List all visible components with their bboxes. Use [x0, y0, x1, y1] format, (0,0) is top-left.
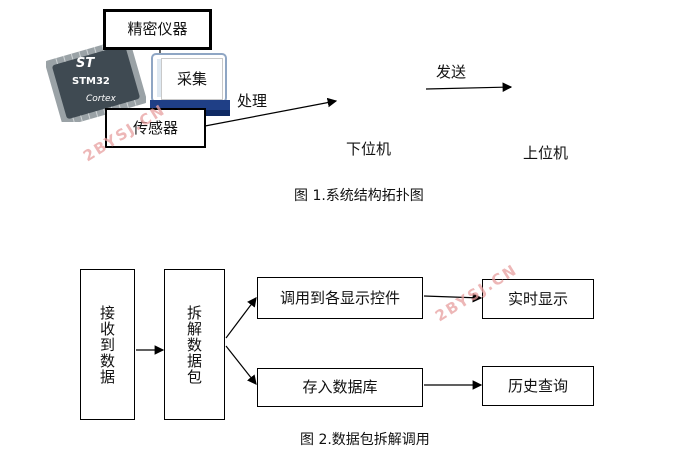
- chip-brand: ST: [76, 56, 95, 71]
- realtime-display-label: 实时显示: [507, 289, 568, 308]
- send-arrow: [425, 82, 513, 92]
- history-query-box: 历史查询: [482, 366, 594, 406]
- microcontroller-chip-icon: ST STM32 Cortex: [45, 37, 147, 127]
- receive-data-label: 接收到数据: [98, 304, 116, 385]
- precision-instrument-label: 精密仪器: [127, 20, 188, 38]
- realtime-display-box: 实时显示: [482, 279, 594, 319]
- upper-computer-label: 上位机: [523, 144, 569, 162]
- history-query-label: 历史查询: [507, 376, 568, 395]
- unpack-data-box: 拆解数据包: [164, 269, 225, 420]
- controls-to-realtime-arrow: [423, 292, 483, 303]
- chip-core: Cortex: [86, 94, 116, 104]
- precision-instrument-box: 精密仪器: [103, 9, 212, 50]
- store-db-label: 存入数据库: [302, 378, 378, 396]
- figure-1-caption: 图 1.系统结构拓扑图: [294, 188, 424, 204]
- store-db-box: 存入数据库: [257, 368, 423, 407]
- lower-computer-label: 下位机: [346, 140, 392, 158]
- unpack-data-label: 拆解数据包: [185, 304, 203, 385]
- figure-2-caption: 图 2.数据包拆解调用: [300, 432, 430, 448]
- process-label: 处理: [237, 92, 268, 110]
- sensor-to-lower-arrow: [204, 97, 338, 127]
- sensor-box: 传感器: [105, 108, 206, 148]
- acquire-label: 采集: [176, 69, 207, 88]
- unpack-to-db-arrow: [225, 345, 257, 385]
- call-controls-box: 调用到各显示控件: [257, 277, 423, 319]
- send-label: 发送: [436, 63, 467, 81]
- chip-model: STM32: [72, 76, 110, 87]
- call-controls-label: 调用到各显示控件: [279, 288, 400, 307]
- acquire-box: 采集: [161, 58, 223, 100]
- sensor-label: 传感器: [132, 118, 178, 137]
- unpack-to-controls-arrow: [225, 297, 257, 339]
- receive-data-box: 接收到数据: [80, 269, 135, 420]
